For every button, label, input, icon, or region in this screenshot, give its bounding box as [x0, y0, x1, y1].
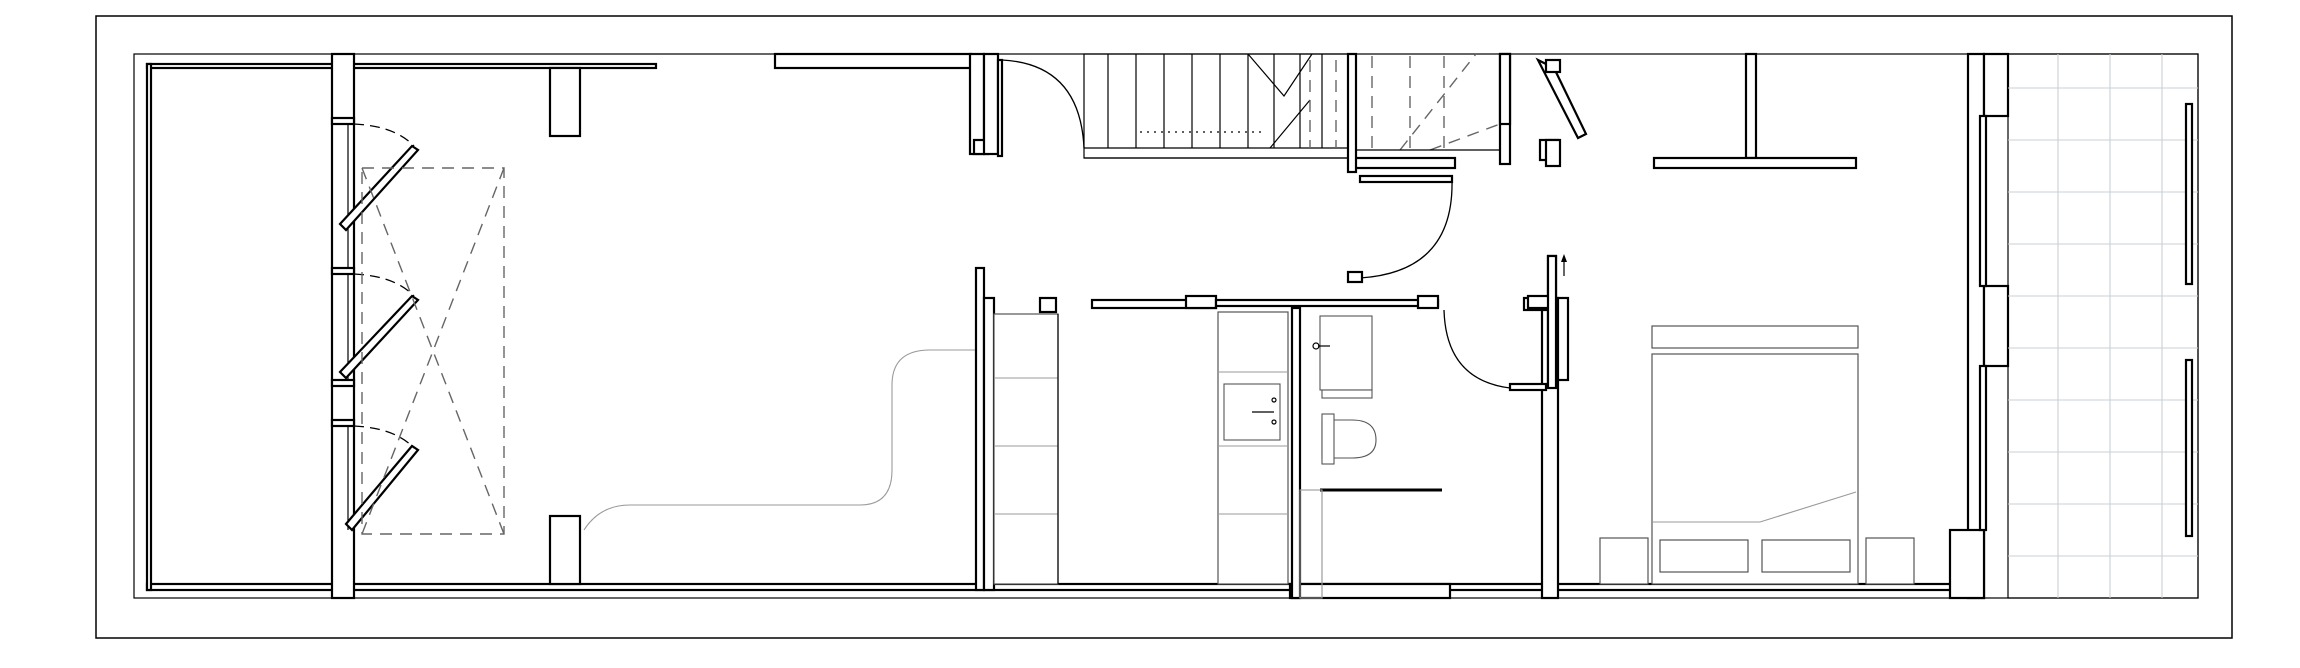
- stair: [1083, 52, 1588, 168]
- doors: [996, 58, 1558, 392]
- bedroom-bed: [1561, 114, 1988, 585]
- building-outline: [133, 53, 2199, 599]
- kitchen-joinery: [993, 311, 1289, 585]
- terrace-tiles: [2008, 54, 2198, 598]
- sheet-frame: [95, 15, 2233, 639]
- left-room: [330, 66, 976, 586]
- exterior-walls: [145, 52, 2199, 600]
- bathroom-fixtures: [1299, 315, 1442, 599]
